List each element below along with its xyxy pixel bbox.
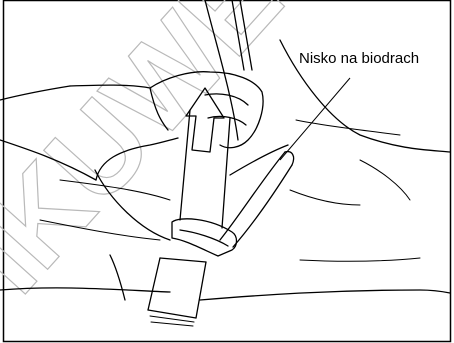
callout-leader xyxy=(280,78,350,160)
callout-label: Nisko na biodrach xyxy=(299,50,419,67)
lap-belt xyxy=(220,152,294,247)
